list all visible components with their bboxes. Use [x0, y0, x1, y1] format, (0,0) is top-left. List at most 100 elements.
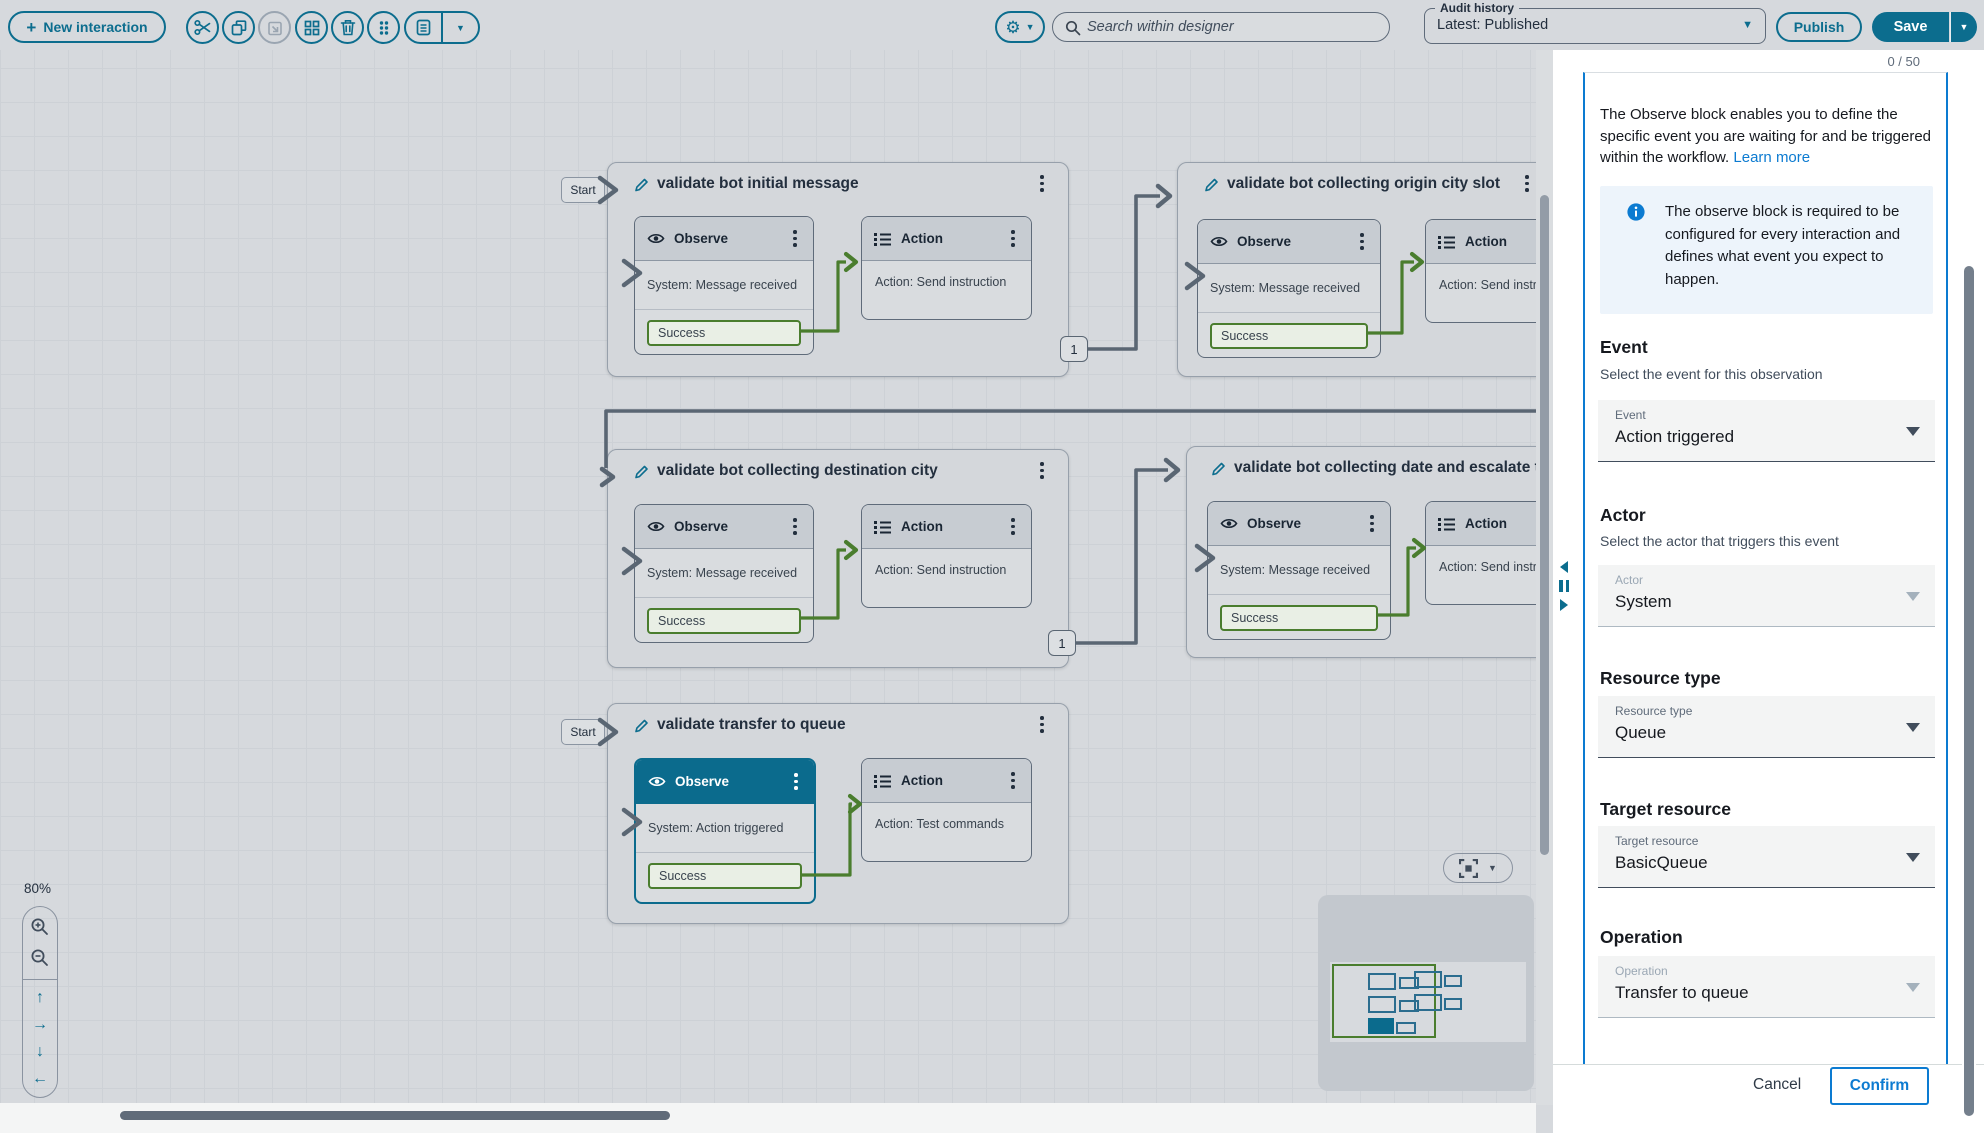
splitter-grip-icon[interactable] — [1559, 580, 1569, 592]
interaction-block-validate-bot-initial-message[interactable]: validate bot initial message Observe Sys… — [607, 162, 1069, 377]
zoom-in-button[interactable] — [30, 917, 50, 937]
actor-heading: Actor — [1600, 505, 1646, 525]
edit-pencil-icon[interactable] — [1204, 177, 1219, 192]
observe-subblock[interactable]: Observe System: Message received Success — [1207, 501, 1391, 640]
pan-right-button[interactable]: → — [32, 1016, 48, 1034]
audit-history-select[interactable]: Audit history Latest: Published ▼ — [1424, 1, 1766, 44]
horizontal-scroll-thumb[interactable] — [120, 1111, 670, 1120]
action-subblock[interactable]: Action Action: Send instruction — [861, 216, 1032, 320]
block-menu-kebab-icon[interactable] — [1036, 462, 1048, 479]
edit-pencil-icon[interactable] — [634, 177, 649, 192]
pan-up-button[interactable]: ↑ — [36, 989, 44, 1007]
observe-subblock[interactable]: Observe System: Message received Success — [1197, 219, 1381, 358]
edit-pencil-icon[interactable] — [1211, 461, 1226, 476]
edit-pencil-icon[interactable] — [634, 718, 649, 733]
block-title: validate bot collecting date and escalat… — [1234, 459, 1536, 476]
eye-icon — [1220, 518, 1238, 529]
delete-button[interactable] — [331, 11, 364, 44]
connector-order-badge[interactable]: 1 — [1060, 336, 1088, 362]
fit-view-caret-icon[interactable]: ▼ — [1488, 863, 1497, 873]
interaction-block-validate-bot-collecting-destination-city[interactable]: validate bot collecting destination city… — [607, 449, 1069, 668]
pan-left-button[interactable]: ← — [32, 1069, 48, 1087]
action-text: Action: Send instruction — [1439, 560, 1536, 574]
group-blocks-button[interactable] — [295, 11, 328, 44]
chevron-down-icon — [1906, 853, 1920, 862]
observe-subblock-selected[interactable]: Observe System: Action triggered Success — [634, 758, 816, 904]
success-port[interactable]: Success — [647, 319, 801, 346]
minimap-block — [1444, 998, 1462, 1010]
new-interaction-button[interactable]: + New interaction — [8, 11, 166, 43]
observe-menu-kebab-icon[interactable] — [789, 230, 801, 247]
learn-more-link[interactable]: Learn more — [1733, 149, 1811, 167]
interaction-block-validate-bot-collecting-date[interactable]: validate bot collecting date and escalat… — [1186, 446, 1536, 658]
success-port[interactable]: Success — [647, 607, 801, 634]
save-options-caret-icon[interactable]: ▼ — [1950, 12, 1977, 42]
success-port[interactable]: Success — [1210, 322, 1368, 349]
action-subblock[interactable]: Action Action: Test commands — [861, 758, 1032, 862]
block-title-row: validate bot collecting destination city — [634, 462, 938, 480]
observe-event-text: System: Message received — [1208, 546, 1390, 595]
panel-scrollbar[interactable] — [1962, 50, 1976, 1133]
action-text: Action: Send instruction — [875, 563, 1007, 577]
event-select[interactable]: Event Action triggered — [1598, 400, 1935, 462]
resource-type-select[interactable]: Resource type Queue — [1598, 696, 1935, 758]
target-resource-select[interactable]: Target resource BasicQueue — [1598, 826, 1935, 888]
minimap-block — [1399, 977, 1419, 989]
vertical-scroll-thumb[interactable] — [1540, 195, 1549, 855]
publish-button[interactable]: Publish — [1776, 12, 1862, 42]
minimap-canvas — [1330, 962, 1526, 1042]
interaction-block-validate-bot-collecting-origin-city-slot[interactable]: validate bot collecting origin city slot… — [1177, 162, 1536, 377]
notes-panel-button[interactable] — [406, 13, 441, 42]
connector-order-badge[interactable]: 1 — [1048, 630, 1076, 656]
block-menu-kebab-icon[interactable] — [1036, 716, 1048, 733]
collapse-right-icon[interactable] — [1560, 599, 1568, 611]
fit-view-button[interactable]: ▼ — [1443, 853, 1513, 883]
success-port[interactable]: Success — [1220, 604, 1378, 631]
action-menu-kebab-icon[interactable] — [1007, 518, 1019, 535]
canvas-vertical-scrollbar[interactable] — [1536, 50, 1553, 1105]
panel-scroll-thumb[interactable] — [1964, 266, 1974, 1116]
view-options-caret-icon[interactable]: ▼ — [456, 22, 465, 33]
chevron-down-icon — [1906, 427, 1920, 436]
save-button[interactable]: Save — [1872, 12, 1949, 42]
minimap-viewport[interactable] — [1332, 964, 1436, 1038]
designer-search[interactable] — [1052, 12, 1390, 42]
expand-left-icon[interactable] — [1560, 561, 1568, 573]
observe-subblock[interactable]: Observe System: Message received Success — [634, 216, 814, 355]
edit-pencil-icon[interactable] — [634, 464, 649, 479]
success-port[interactable]: Success — [648, 862, 802, 889]
observe-menu-kebab-icon[interactable] — [790, 773, 802, 790]
action-subblock[interactable]: Action Action: Send instruction — [861, 504, 1032, 608]
panel-splitter-control[interactable] — [1555, 561, 1573, 611]
drag-handle-button[interactable] — [367, 11, 400, 44]
block-menu-kebab-icon[interactable] — [1521, 175, 1533, 192]
zoom-out-button[interactable] — [30, 948, 50, 968]
canvas-horizontal-scrollbar[interactable] — [0, 1103, 1536, 1133]
observe-menu-kebab-icon[interactable] — [1356, 233, 1368, 250]
copy-button[interactable] — [222, 11, 255, 44]
designer-canvas[interactable]: Start Start validate bot initial message… — [0, 0, 1536, 1133]
action-text: Action: Send instruction — [1439, 278, 1536, 292]
action-menu-kebab-icon[interactable] — [1007, 230, 1019, 247]
cancel-button[interactable]: Cancel — [1753, 1076, 1802, 1093]
pan-down-button[interactable]: ↓ — [36, 1043, 44, 1061]
confirm-button[interactable]: Confirm — [1830, 1067, 1929, 1105]
cut-button[interactable] — [186, 11, 219, 44]
action-subblock[interactable]: Action Action: Send instruction — [1425, 501, 1536, 605]
interaction-block-validate-transfer-to-queue[interactable]: validate transfer to queue Observe Syste… — [607, 703, 1069, 924]
action-menu-kebab-icon[interactable] — [1007, 772, 1019, 789]
eye-icon — [647, 521, 665, 532]
action-subblock[interactable]: Action Action: Send instruction — [1425, 219, 1536, 323]
observe-event-text: System: Message received — [635, 261, 813, 310]
search-input[interactable] — [1087, 14, 1377, 40]
eye-icon — [647, 233, 665, 244]
settings-button[interactable]: ⚙ ▼ — [995, 11, 1045, 43]
observe-subblock[interactable]: Observe System: Message received Success — [634, 504, 814, 643]
operation-heading: Operation — [1600, 927, 1683, 947]
block-title-row: validate bot collecting date and escalat… — [1211, 459, 1536, 477]
block-menu-kebab-icon[interactable] — [1036, 175, 1048, 192]
observe-menu-kebab-icon[interactable] — [1366, 515, 1378, 532]
observe-menu-kebab-icon[interactable] — [789, 518, 801, 535]
minimap[interactable] — [1318, 895, 1534, 1091]
minimap-block — [1368, 973, 1396, 990]
